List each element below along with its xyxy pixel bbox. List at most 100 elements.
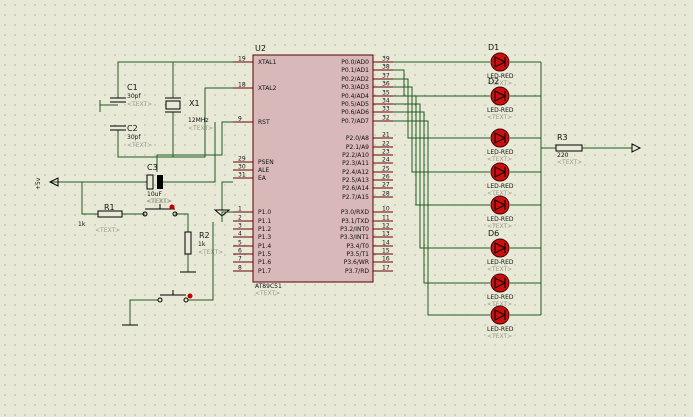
- mcu-pin-number: 26: [382, 174, 390, 181]
- reset-switch[interactable]: <TEXT>: [142, 198, 178, 217]
- oscillator-section: C1 30pf <TEXT> C2 30pf <TEXT> X1 12MHz <…: [99, 61, 233, 158]
- mcu-pin-label: P1.5: [258, 251, 271, 258]
- mcu-pin-label: P3.4/T0: [346, 243, 369, 250]
- mcu-ref: U2: [255, 44, 266, 53]
- resistor-r1[interactable]: R1 1k <TEXT>: [78, 203, 123, 234]
- push-switch[interactable]: [157, 290, 193, 303]
- mcu-pin-number: 2: [238, 215, 242, 222]
- mcu-pin-number: 11: [382, 215, 390, 222]
- r2-value: 1k: [198, 241, 206, 248]
- wire-ea: [221, 181, 233, 210]
- led-part: LED-RED: [487, 216, 514, 223]
- mcu-pin-label: P1.0: [258, 209, 271, 216]
- led-text: <TEXT>: [487, 114, 512, 121]
- mcu-pin-number: 19: [238, 56, 246, 63]
- wire-c3: [50, 122, 216, 183]
- wire-sw2-left: [129, 299, 158, 325]
- resistor-r2[interactable]: R2 1k <TEXT>: [184, 231, 223, 256]
- mcu-pin-number: 15: [382, 248, 390, 255]
- r2-ref: R2: [199, 231, 210, 240]
- mcu-pin-xtal1[interactable]: 19 XTAL1: [233, 56, 277, 67]
- led-d8[interactable]: LED-RED<TEXT>: [487, 305, 514, 340]
- x1-text: <TEXT>: [188, 125, 213, 132]
- wire-p0-led: [393, 111, 490, 284]
- led-d3[interactable]: LED-RED<TEXT>: [487, 128, 514, 163]
- mcu-pin-number: 32: [382, 115, 390, 122]
- mcu-pin-number: 22: [382, 141, 390, 148]
- mcu-pin-p2-4-a12[interactable]: 25 P2.4/A12: [342, 166, 393, 177]
- crystal-x1[interactable]: X1 12MHz <TEXT>: [165, 97, 213, 132]
- mcu-pin-label: P1.7: [258, 268, 271, 275]
- mcu-pin-label: P0.0/AD0: [341, 59, 369, 66]
- mcu-pin-label: P0.3/AD3: [341, 84, 369, 91]
- wire-cap-ground: [99, 100, 118, 112]
- mcu-pin-label: XTAL1: [258, 59, 277, 66]
- c2-ref: C2: [127, 124, 138, 133]
- ground-arrow-icon: [631, 143, 642, 153]
- mcu-pin-label: P2.3/A11: [342, 160, 369, 167]
- capacitor-c2[interactable]: C2 30pf <TEXT>: [110, 124, 152, 149]
- wire-p0-led: [393, 103, 490, 249]
- led-d7[interactable]: LED-RED<TEXT>: [487, 273, 514, 308]
- led-text: <TEXT>: [487, 333, 512, 340]
- mcu-pin-label: P3.1/TXD: [341, 218, 369, 225]
- resistor-r3[interactable]: R3 220 <TEXT>: [555, 133, 583, 166]
- mcu-pin-number: 35: [382, 90, 390, 97]
- mcu-pin-label: PSEN: [258, 159, 274, 166]
- c2-value: 30pf: [127, 134, 141, 141]
- mcu-pin-p3-1-txd[interactable]: 11 P3.1/TXD: [341, 215, 393, 226]
- led-text: <TEXT>: [487, 223, 512, 230]
- led-part: LED-RED: [487, 73, 514, 80]
- mcu-pin-number: 25: [382, 166, 390, 173]
- led-part: LED-RED: [487, 183, 514, 190]
- mcu-pin-label: P2.4/A12: [342, 169, 369, 176]
- capacitor-c1[interactable]: C1 30pf <TEXT>: [110, 83, 152, 108]
- mcu-pin-label: P2.2/A10: [342, 152, 369, 159]
- mcu-pin-label: P0.2/AD2: [341, 76, 369, 83]
- capacitor-c3[interactable]: C3 10uF <TEXT>: [146, 163, 172, 205]
- mcu-pin-number: 4: [238, 231, 242, 238]
- led-d5[interactable]: LED-RED<TEXT>: [487, 195, 514, 230]
- led-d4[interactable]: LED-RED<TEXT>: [487, 162, 514, 197]
- led-text: <TEXT>: [487, 301, 512, 308]
